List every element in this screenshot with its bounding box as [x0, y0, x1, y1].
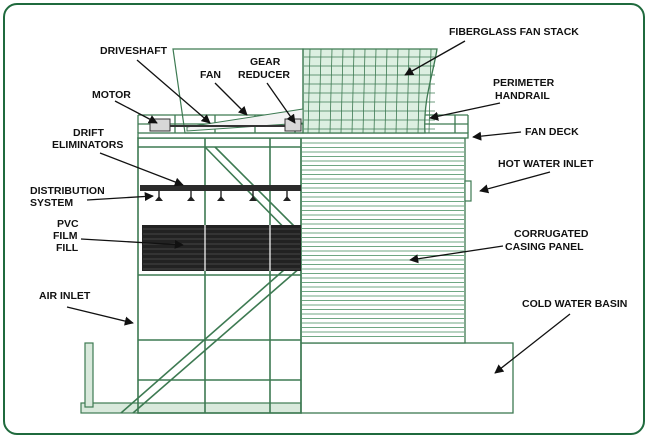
label-pvc-film-fill: FILL: [56, 242, 79, 254]
stack-grid-line: [406, 48, 410, 134]
stack-grid-line: [340, 48, 344, 134]
arrow-corrugated-casing-panel: [409, 245, 504, 264]
spray-nozzle: [283, 196, 291, 201]
arrow-drift-eliminators: [99, 152, 184, 187]
stack-grid-line: [329, 48, 333, 134]
spray-nozzle: [155, 196, 163, 201]
corrugated-casing-panel: [300, 137, 466, 344]
arrow-cold-water-basin: [494, 313, 571, 374]
arrow-fiberglass-fan-stack: [404, 40, 466, 76]
label-corrugated-casing-panel: CASING PANEL: [505, 241, 584, 253]
label-hot-water-inlet: HOT WATER INLET: [498, 158, 594, 170]
arrow-hot-water-inlet: [479, 171, 551, 194]
fan-deck: [137, 132, 469, 139]
stack-grid-line: [307, 48, 311, 134]
label-corrugated-casing-panel: CORRUGATED: [514, 228, 589, 240]
stack-grid-line: [362, 48, 366, 134]
distribution-system: [155, 191, 291, 201]
stack-grid-line: [351, 48, 355, 134]
arrow-fan: [214, 82, 248, 116]
stack-grid-line: [417, 48, 421, 134]
stack-grid-line: [384, 48, 388, 134]
arrow-motor: [114, 100, 158, 124]
cold-water-basin: [300, 342, 514, 414]
label-pvc-film-fill: FILM: [53, 230, 78, 242]
stack-grid-line: [318, 48, 322, 134]
tower-frame: [120, 137, 302, 414]
stack-grid-line: [395, 48, 399, 134]
label-motor: MOTOR: [92, 89, 131, 101]
arrow-perimeter-handrail: [429, 102, 501, 121]
label-fan: FAN: [200, 69, 221, 81]
spray-nozzle: [217, 196, 225, 201]
fan-stack-outline: [172, 48, 304, 134]
label-fiberglass-fan-stack: FIBERGLASS FAN STACK: [449, 26, 579, 38]
label-driveshaft: DRIVESHAFT: [100, 45, 168, 57]
hot-water-inlet-pipe: [464, 180, 472, 202]
pvc-film-fill: [142, 225, 301, 271]
ground-slab: [80, 342, 302, 414]
arrow-distribution-system: [86, 191, 154, 202]
spray-nozzle: [187, 196, 195, 201]
diagram-frame: FIBERGLASS FAN STACK DRIVESHAFT GEAR RED…: [3, 3, 645, 435]
cooling-tower-diagram: FIBERGLASS FAN STACK DRIVESHAFT GEAR RED…: [30, 26, 627, 414]
label-distribution-system: DISTRIBUTION: [30, 185, 105, 197]
label-pvc-film-fill: PVC: [57, 218, 79, 230]
label-drift-eliminators: DRIFT: [73, 127, 104, 139]
label-distribution-system: SYSTEM: [30, 197, 73, 209]
arrow-air-inlet: [66, 306, 134, 326]
label-fan-deck: FAN DECK: [525, 126, 579, 138]
arrow-gear-reducer: [266, 82, 296, 124]
spray-nozzle: [249, 196, 257, 201]
stack-grid-line: [373, 48, 377, 134]
arrow-driveshaft: [136, 59, 211, 124]
label-air-inlet: AIR INLET: [39, 290, 91, 302]
label-drift-eliminators: ELIMINATORS: [52, 139, 123, 151]
label-gear-reducer: GEAR: [250, 56, 281, 68]
arrow-fan-deck: [472, 131, 522, 141]
label-perimeter-handrail: HANDRAIL: [495, 90, 550, 102]
label-gear-reducer: REDUCER: [238, 69, 290, 81]
arrow-pvc-film-fill: [80, 238, 184, 250]
drift-eliminators: [140, 185, 301, 191]
fiberglass-fan-stack: [302, 48, 438, 134]
label-cold-water-basin: COLD WATER BASIN: [522, 298, 627, 310]
label-perimeter-handrail: PERIMETER: [493, 77, 555, 89]
